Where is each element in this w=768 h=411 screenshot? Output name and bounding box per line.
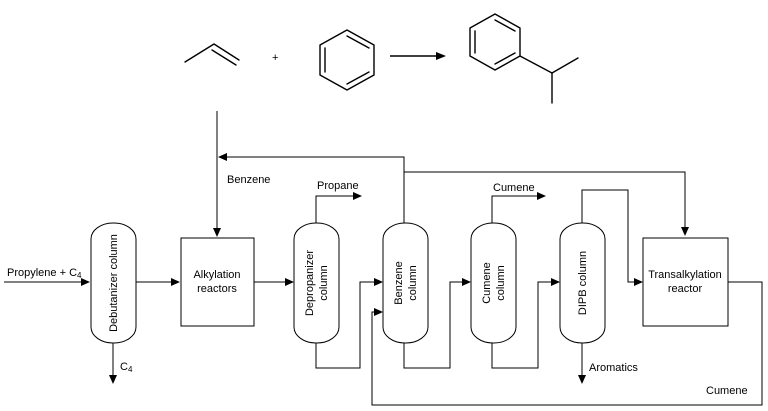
cumene-overhead-line	[491, 195, 538, 223]
depropanizer-label-line2: column	[318, 265, 330, 300]
stream-labels: Propylene + C4 C4 Benzene Propane Cumene…	[7, 174, 748, 397]
debutanizer-label: Debutanizer column	[108, 234, 120, 332]
aromatics-arrow	[578, 375, 586, 384]
aromatics-label: Aromatics	[589, 362, 638, 374]
propane-overhead-line	[315, 195, 354, 223]
alkylation-label-line2: reactors	[197, 283, 237, 295]
benzene-recycle-line	[227, 156, 405, 227]
cumene-structure	[469, 13, 579, 104]
dipb-to-transalkylation-arrow	[634, 278, 643, 286]
benzene-column-label-line2: column	[407, 265, 419, 300]
depropanizer-bottoms-arrow	[374, 278, 383, 286]
reaction-plus-sign: +	[272, 52, 278, 64]
cumene-overhead-arrow	[537, 192, 546, 200]
alkylation-reactors	[180, 237, 255, 327]
propylene-structure	[184, 43, 240, 63]
cumene-column	[470, 222, 517, 344]
propane-label: Propane	[317, 180, 359, 192]
propylene-double-bond	[211, 49, 237, 66]
benzene-to-transalkylation-line	[404, 171, 686, 228]
benzene-to-transalkylation-arrow	[681, 227, 689, 236]
cumene-bottom-label: Cumene	[706, 385, 748, 397]
depropanizer-label-line1: Depropanizer	[304, 250, 316, 316]
benzene-recycle-arrow	[218, 153, 227, 161]
benzene-column-label-line1: Benzene	[393, 261, 405, 304]
cumene-column-label-line2: column	[495, 265, 507, 300]
dipb-column	[559, 222, 606, 344]
process-lines	[4, 111, 763, 406]
c4-label: C4	[120, 361, 133, 374]
equipment	[90, 222, 729, 344]
c4-bottoms-arrow	[109, 375, 117, 384]
propane-overhead-arrow	[353, 192, 362, 200]
cumene-column-label-line1: Cumene	[481, 262, 493, 304]
alkylation-label-line1: Alkylation	[193, 269, 240, 281]
benzene-feed-arrow	[213, 228, 221, 237]
cumene-column-bottoms-line	[491, 281, 552, 369]
transalkylation-recycle-line	[371, 281, 763, 406]
feed-label: Propylene + C4	[7, 267, 82, 280]
transalkylation-recycle-arrow	[374, 308, 383, 316]
benzene-label: Benzene	[227, 174, 270, 186]
c4-label-subscript: 4	[128, 365, 133, 374]
dipb-label: DIPB column	[577, 251, 589, 315]
benzene-column	[382, 222, 429, 344]
feed-arrow	[81, 278, 90, 286]
transalkylation-reactor	[642, 237, 729, 327]
dipb-to-transalkylation-line	[581, 189, 635, 283]
depropanizer-column	[293, 222, 340, 344]
depropanizer-bottoms-line	[315, 281, 375, 369]
reaction-equation: +	[184, 13, 579, 104]
reaction-arrow	[390, 52, 446, 60]
alkylation-to-depropanizer-arrow	[285, 278, 294, 286]
debutanizer-column	[90, 222, 137, 344]
transalkylation-label-line2: reactor	[668, 283, 703, 295]
transalkylation-label-line1: Transalkylation	[648, 269, 722, 281]
benzene-structure	[319, 29, 375, 91]
c4-label-main: C	[120, 361, 128, 373]
cumene-overhead-label: Cumene	[493, 182, 535, 194]
benzene-column-bottoms-line	[403, 281, 463, 369]
debutanizer-to-alkylation-arrow	[171, 278, 180, 286]
cumene-column-bottoms-arrow	[551, 278, 560, 286]
feed-label-main: Propylene + C	[7, 267, 77, 279]
benzene-column-bottoms-arrow	[462, 278, 471, 286]
feed-label-subscript: 4	[77, 271, 82, 280]
equipment-labels: Debutanizer column Alkylation reactors D…	[108, 234, 722, 332]
